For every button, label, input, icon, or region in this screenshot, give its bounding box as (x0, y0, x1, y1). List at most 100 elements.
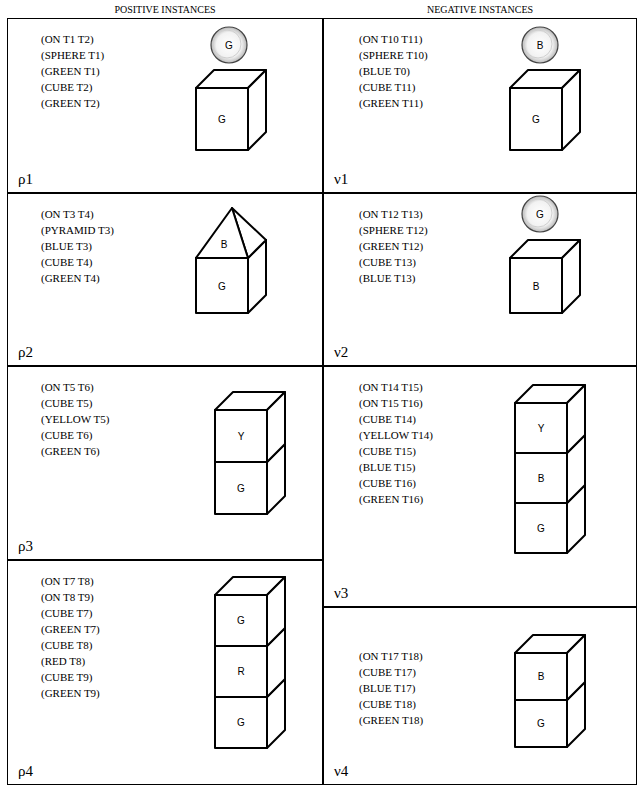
colour-letter: G (532, 114, 540, 125)
predicate-text: (CUBE T9) (41, 669, 100, 685)
colour-letter: B (538, 671, 545, 682)
predicate-text: (SPHERE T10) (359, 47, 428, 63)
predicate-text: (GREEN T6) (41, 443, 109, 459)
instance-cell: (ON T1 T2)(SPHERE T1)(GREEN T1)(CUBE T2)… (7, 18, 323, 193)
predicate-text: (CUBE T6) (41, 427, 109, 443)
predicate-list: (ON T10 T11)(SPHERE T10)(BLUE T0)(CUBE T… (359, 31, 428, 111)
instance-cell: (ON T7 T8)(ON T8 T9)(CUBE T7)(GREEN T7)(… (7, 560, 323, 785)
cube-shape (510, 70, 580, 150)
predicate-text: (BLUE T0) (359, 63, 428, 79)
predicate-text: (BLUE T3) (41, 238, 114, 254)
colour-letter: G (537, 523, 545, 534)
predicate-text: (SPHERE T12) (359, 222, 428, 238)
sphere-shape (522, 27, 558, 63)
predicate-text: (ON T3 T4) (41, 206, 114, 222)
colour-letter: G (225, 40, 233, 51)
predicate-text: (GREEN T4) (41, 270, 114, 286)
predicate-text: (CUBE T4) (41, 254, 114, 270)
instance-cell: (ON T12 T13)(SPHERE T12)(GREEN T12)(CUBE… (323, 193, 637, 366)
instance-label: ν1 (334, 171, 348, 188)
sphere-shape (522, 196, 558, 232)
predicate-text: (ON T5 T6) (41, 379, 109, 395)
pyramid-shape (196, 208, 266, 258)
colour-letter: G (218, 114, 226, 125)
colour-letter: B (533, 281, 540, 292)
predicate-text: (GREEN T18) (359, 712, 423, 728)
instance-label: ν4 (334, 763, 348, 780)
colour-letter: Y (238, 431, 245, 442)
instance-label: ρ4 (18, 763, 33, 780)
predicate-text: (GREEN T1) (41, 63, 104, 79)
predicate-text: (GREEN T9) (41, 685, 100, 701)
predicate-list: (ON T3 T4)(PYRAMID T3)(BLUE T3)(CUBE T4)… (41, 206, 114, 286)
predicate-text: (CUBE T13) (359, 254, 428, 270)
predicate-text: (CUBE T5) (41, 395, 109, 411)
predicate-text: (ON T17 T18) (359, 648, 423, 664)
predicate-text: (ON T7 T8) (41, 573, 100, 589)
cube-shape (515, 635, 585, 700)
instance-label: ρ2 (18, 344, 33, 361)
sphere-shape (211, 27, 247, 63)
colour-letter: Y (538, 423, 545, 434)
cube-shape (515, 385, 585, 453)
instance-cell: (ON T5 T6)(CUBE T5)(YELLOW T5)(CUBE T6)(… (7, 366, 323, 560)
predicate-list: (ON T14 T15)(ON T15 T16)(CUBE T14)(YELLO… (359, 379, 433, 507)
predicate-text: (YELLOW T14) (359, 427, 433, 443)
cube-shape (510, 240, 580, 313)
cube-shape (196, 70, 266, 150)
predicate-list: (ON T7 T8)(ON T8 T9)(CUBE T7)(GREEN T7)(… (41, 573, 100, 701)
predicate-text: (CUBE T16) (359, 475, 433, 491)
predicate-text: (GREEN T7) (41, 621, 100, 637)
predicate-text: (CUBE T15) (359, 443, 433, 459)
colour-letter: G (537, 718, 545, 729)
predicate-text: (ON T12 T13) (359, 206, 428, 222)
predicate-text: (SPHERE T1) (41, 47, 104, 63)
predicate-text: (CUBE T18) (359, 696, 423, 712)
predicate-list: (ON T17 T18)(CUBE T17)(BLUE T17)(CUBE T1… (359, 648, 423, 728)
colour-letter: G (237, 615, 245, 626)
cube-shape (215, 392, 285, 462)
colour-letter: B (538, 473, 545, 484)
colour-letter: G (218, 281, 226, 292)
predicate-text: (BLUE T15) (359, 459, 433, 475)
instance-label: ν2 (334, 344, 348, 361)
instance-cell: (ON T14 T15)(ON T15 T16)(CUBE T14)(YELLO… (323, 366, 637, 607)
predicate-text: (ON T15 T16) (359, 395, 433, 411)
column-header: POSITIVE INSTANCES (114, 4, 215, 15)
colour-letter: B (221, 239, 228, 250)
instance-label: ρ3 (18, 538, 33, 555)
predicate-list: (ON T1 T2)(SPHERE T1)(GREEN T1)(CUBE T2)… (41, 31, 104, 111)
instance-cell: (ON T10 T11)(SPHERE T10)(BLUE T0)(CUBE T… (323, 18, 637, 193)
predicate-text: (CUBE T8) (41, 637, 100, 653)
predicate-list: (ON T5 T6)(CUBE T5)(YELLOW T5)(CUBE T6)(… (41, 379, 109, 459)
colour-letter: G (237, 717, 245, 728)
predicate-text: (ON T10 T11) (359, 31, 428, 47)
predicate-list: (ON T12 T13)(SPHERE T12)(GREEN T12)(CUBE… (359, 206, 428, 286)
predicate-text: (RED T8) (41, 653, 100, 669)
cube-shape (215, 577, 285, 646)
predicate-text: (BLUE T17) (359, 680, 423, 696)
predicate-text: (CUBE T2) (41, 79, 104, 95)
predicate-text: (GREEN T11) (359, 95, 428, 111)
instance-label: ν3 (334, 585, 348, 602)
column-header: NEGATIVE INSTANCES (427, 4, 533, 15)
instance-cell: (ON T17 T18)(CUBE T17)(BLUE T17)(CUBE T1… (323, 607, 637, 785)
instance-cell: (ON T3 T4)(PYRAMID T3)(BLUE T3)(CUBE T4)… (7, 193, 323, 366)
colour-letter: B (537, 40, 544, 51)
predicate-text: (GREEN T16) (359, 491, 433, 507)
colour-letter: G (536, 209, 544, 220)
predicate-text: (GREEN T2) (41, 95, 104, 111)
predicate-text: (GREEN T12) (359, 238, 428, 254)
colour-letter: R (237, 666, 244, 677)
predicate-text: (BLUE T13) (359, 270, 428, 286)
instance-label: ρ1 (18, 171, 33, 188)
predicate-text: (YELLOW T5) (41, 411, 109, 427)
predicate-text: (ON T1 T2) (41, 31, 104, 47)
colour-letter: G (237, 483, 245, 494)
predicate-text: (CUBE T14) (359, 411, 433, 427)
predicate-text: (PYRAMID T3) (41, 222, 114, 238)
predicate-text: (CUBE T11) (359, 79, 428, 95)
predicate-text: (ON T8 T9) (41, 589, 100, 605)
